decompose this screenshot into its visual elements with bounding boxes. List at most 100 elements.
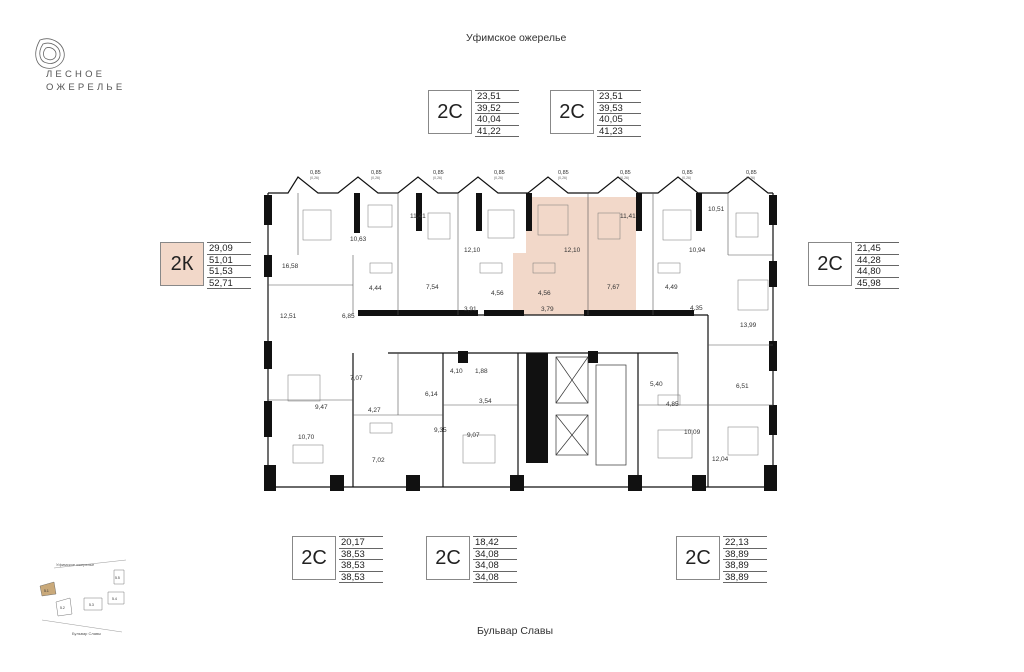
unit-card[interactable]: 2К 29,09 51,01 51,53 52,71 <box>160 242 251 289</box>
minimap-street-top: Уфимское ожерелье <box>56 562 95 567</box>
unit-area-value: 34,08 <box>473 572 517 583</box>
room-area: 12,10 <box>564 247 581 254</box>
unit-card[interactable]: 2С 20,17 38,53 38,53 38,53 <box>292 536 383 583</box>
room-area: 6,85 <box>342 313 355 320</box>
balcony-subarea: (0,26) <box>371 176 380 180</box>
balcony-area: 0,85 <box>310 170 321 176</box>
room-area-labels: 10,63 11,41 12,10 12,10 11,41 10,94 10,5… <box>280 206 757 464</box>
unit-area-value: 41,22 <box>475 126 519 137</box>
unit-area-value: 41,23 <box>597 126 641 137</box>
room-area: 13,99 <box>740 322 757 329</box>
unit-area-value: 44,28 <box>855 255 899 266</box>
room-area: 4,35 <box>690 305 703 312</box>
balcony-area: 0,85 <box>558 170 569 176</box>
unit-card[interactable]: 2С 23,51 39,53 40,05 41,23 <box>550 90 641 137</box>
room-area: 10,51 <box>708 206 725 213</box>
room-area: 4,85 <box>666 401 679 408</box>
location-minimap: Уфимское ожерелье Бульвар Славы 5.1 5.2 … <box>26 558 136 643</box>
floor-plan-svg: 0,85 (0,26) 0,85 (0,26) 0,85 (0,26) 0,85… <box>264 170 777 491</box>
room-area: 1,88 <box>475 368 488 375</box>
room-area: 10,94 <box>689 247 706 254</box>
unit-area-value: 29,09 <box>207 242 251 255</box>
minimap-section <box>83 597 103 611</box>
unit-card[interactable]: 2С 23,51 39,52 40,04 41,22 <box>428 90 519 137</box>
balcony-subarea: (0,26) <box>620 176 629 180</box>
unit-area-value: 51,53 <box>207 266 251 278</box>
unit-area-value: 44,80 <box>855 266 899 278</box>
unit-type-badge: 2С <box>808 242 852 286</box>
unit-area-value: 38,53 <box>339 549 383 560</box>
room-area: 4,56 <box>538 290 551 297</box>
unit-card[interactable]: 2С 22,13 38,89 38,89 38,89 <box>676 536 767 583</box>
unit-area-value: 40,04 <box>475 114 519 126</box>
unit-type-badge: 2К <box>160 242 204 286</box>
balcony-area: 0,85 <box>620 170 631 176</box>
unit-area-value: 38,89 <box>723 560 767 572</box>
logo-line-1: ЛЕСНОЕ <box>46 69 106 80</box>
minimap-section-label: 5.3 <box>89 603 94 607</box>
unit-card[interactable]: 2С 18,42 34,08 34,08 34,08 <box>426 536 517 583</box>
unit-type-badge: 2С <box>426 536 470 580</box>
room-area: 6,14 <box>425 391 438 398</box>
room-area: 4,44 <box>369 285 382 292</box>
room-area: 4,49 <box>665 284 678 291</box>
balcony-area: 0,85 <box>746 170 757 176</box>
room-area: 3,54 <box>479 398 492 405</box>
minimap-svg: Уфимское ожерелье Бульвар Славы 5.1 5.2 … <box>39 559 127 636</box>
room-area: 4,10 <box>450 368 463 375</box>
balcony-subarea: (0,26) <box>746 176 755 180</box>
floor-plan: 0,85 (0,26) 0,85 (0,26) 0,85 (0,26) 0,85… <box>258 165 788 495</box>
furniture <box>287 204 769 464</box>
stair-core <box>555 356 627 466</box>
balcony-subarea: (0,26) <box>433 176 442 180</box>
unit-area-value: 21,45 <box>855 242 899 255</box>
minimap-section <box>107 591 125 605</box>
unit-area-value: 45,98 <box>855 278 899 289</box>
room-area: 10,63 <box>350 236 367 243</box>
minimap-section-label: 5.2 <box>60 606 65 610</box>
balcony-subarea: (0,26) <box>682 176 691 180</box>
room-area: 3,91 <box>464 306 477 313</box>
unit-area-value: 39,53 <box>597 103 641 114</box>
street-label-top: Уфимское ожерелье <box>466 32 567 44</box>
minimap-section-current <box>39 581 57 597</box>
unit-area-value: 40,05 <box>597 114 641 126</box>
room-area: 11,41 <box>620 213 636 220</box>
unit-area-value: 34,08 <box>473 560 517 572</box>
logo-line-2: ОЖЕРЕЛЬЕ <box>46 82 126 93</box>
room-area: 9,07 <box>467 432 480 439</box>
room-area: 9,47 <box>315 404 328 411</box>
balcony-area: 0,85 <box>494 170 505 176</box>
highlighted-apartment-part <box>513 253 543 315</box>
unit-card[interactable]: 2С 21,45 44,28 44,80 45,98 <box>808 242 899 289</box>
unit-area-value: 38,53 <box>339 572 383 583</box>
minimap-section <box>113 569 125 585</box>
balcony-area: 0,85 <box>433 170 444 176</box>
structural-walls <box>264 193 777 491</box>
room-area: 9,35 <box>434 427 447 434</box>
balcony-subarea: (0,26) <box>310 176 319 180</box>
minimap-section-label: 5.1 <box>44 589 49 593</box>
unit-area-list: 29,09 51,01 51,53 52,71 <box>207 242 251 289</box>
room-area: 3,79 <box>541 306 554 313</box>
balcony-area: 0,85 <box>682 170 693 176</box>
room-area: 10,09 <box>684 429 701 436</box>
unit-type-badge: 2С <box>676 536 720 580</box>
highlighted-apartment <box>526 197 636 315</box>
unit-area-value: 22,13 <box>723 536 767 549</box>
unit-area-value: 23,51 <box>597 90 641 103</box>
unit-area-value: 23,51 <box>475 90 519 103</box>
unit-area-value: 34,08 <box>473 549 517 560</box>
room-area: 12,51 <box>280 313 297 320</box>
unit-area-list: 21,45 44,28 44,80 45,98 <box>855 242 899 289</box>
logo: ЛЕСНОЕ ОЖЕРЕЛЬЕ <box>28 34 122 93</box>
room-area: 12,10 <box>464 247 481 254</box>
minimap-section-label: 5.5 <box>115 576 120 580</box>
unit-area-value: 20,17 <box>339 536 383 549</box>
balconies: 0,85 (0,26) 0,85 (0,26) 0,85 (0,26) 0,85… <box>310 170 757 180</box>
unit-type-badge: 2С <box>292 536 336 580</box>
room-area: 12,04 <box>712 456 729 463</box>
unit-area-list: 18,42 34,08 34,08 34,08 <box>473 536 517 583</box>
room-area: 10,70 <box>298 434 315 441</box>
room-area: 7,67 <box>607 284 620 291</box>
